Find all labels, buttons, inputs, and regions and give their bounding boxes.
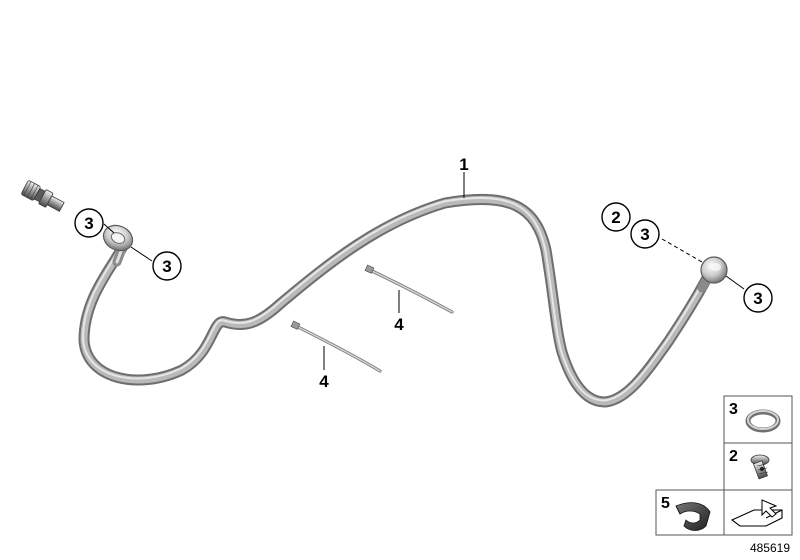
banjo-bolt-icon bbox=[750, 454, 770, 480]
right-banjo-fitting bbox=[697, 256, 728, 293]
legend-mounting-reference bbox=[723, 489, 793, 536]
callout-bolt-right: 2 bbox=[601, 202, 631, 232]
left-banjo-fitting bbox=[102, 224, 134, 252]
svg-text:1: 1 bbox=[459, 155, 468, 174]
callout-cable-tie-lower: 4 bbox=[319, 372, 329, 391]
callout-ring-left-top: 3 bbox=[74, 208, 104, 238]
legend-banjo-bolt: 2 bbox=[723, 442, 793, 491]
callout-hose-1: 1 bbox=[459, 155, 468, 174]
callout-ring-left-bottom: 3 bbox=[152, 251, 182, 281]
callout-cable-tie-upper: 4 bbox=[394, 315, 404, 334]
legend-panel: 3 2 5 bbox=[655, 395, 793, 536]
legend-hose-clip: 5 bbox=[655, 489, 725, 536]
svg-text:2: 2 bbox=[611, 208, 620, 227]
svg-text:4: 4 bbox=[319, 372, 329, 391]
cable-tie-lower bbox=[290, 320, 382, 373]
svg-text:4: 4 bbox=[394, 315, 404, 334]
svg-text:3: 3 bbox=[640, 225, 649, 244]
svg-text:3: 3 bbox=[753, 289, 762, 308]
brake-line-connector bbox=[21, 180, 65, 212]
svg-text:3: 3 bbox=[729, 401, 738, 418]
svg-text:3: 3 bbox=[162, 257, 171, 276]
svg-text:3: 3 bbox=[84, 214, 93, 233]
mounting-arrow-icon bbox=[730, 499, 783, 527]
brake-hose bbox=[78, 194, 714, 408]
hose-clip-icon bbox=[675, 502, 711, 531]
svg-text:5: 5 bbox=[661, 495, 670, 512]
svg-text:2: 2 bbox=[729, 448, 738, 465]
legend-sealing-ring: 3 bbox=[723, 395, 793, 444]
sealing-ring-icon bbox=[745, 409, 781, 433]
callout-ring-right-bottom: 3 bbox=[743, 283, 773, 313]
diagram-id: 485619 bbox=[750, 541, 790, 555]
cable-tie-upper bbox=[364, 264, 454, 314]
callout-ring-right-top: 3 bbox=[630, 219, 660, 249]
leader-lines bbox=[103, 172, 745, 370]
